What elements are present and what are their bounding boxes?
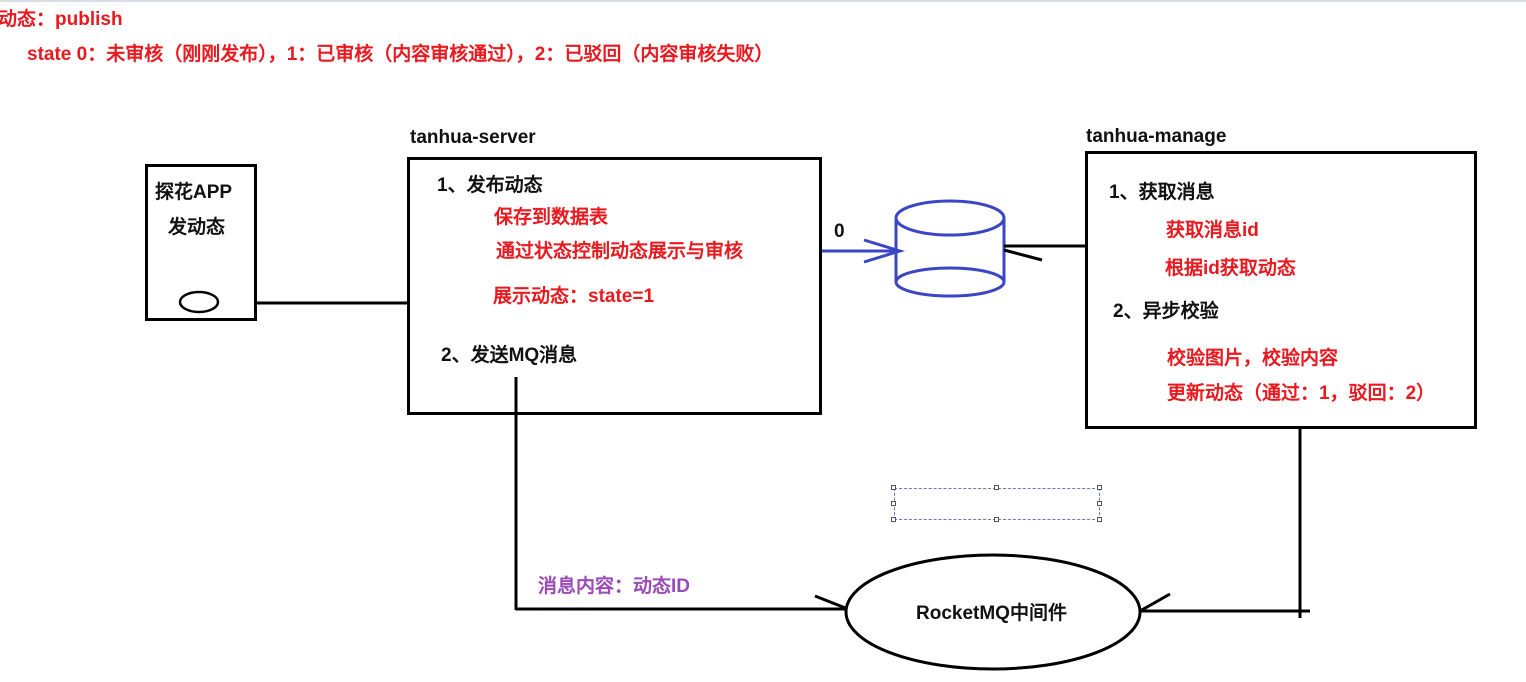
resize-handle[interactable] <box>994 517 999 522</box>
server-step1-show: 展示动态：state=1 <box>493 286 655 307</box>
server-step1-state-control: 通过状态控制动态展示与审核 <box>496 241 744 262</box>
diagram-title: 动态：publish <box>0 9 123 30</box>
manage-step2-update: 更新动态（通过：1，驳回：2） <box>1167 383 1436 404</box>
resize-handle[interactable] <box>891 517 896 522</box>
resize-handle[interactable] <box>1097 517 1102 522</box>
manage-step1: 1、获取消息 <box>1109 182 1215 203</box>
app-box <box>145 164 257 321</box>
manage-title: tanhua-manage <box>1086 126 1227 147</box>
selected-text-box[interactable] <box>894 488 1100 520</box>
server-title: tanhua-server <box>410 127 536 148</box>
manage-step1-get-id: 获取消息id <box>1166 220 1259 241</box>
server-box <box>407 157 822 415</box>
database-icon <box>894 199 1006 298</box>
resize-handle[interactable] <box>891 485 896 490</box>
manage-step2-check: 校验图片，校验内容 <box>1167 348 1339 369</box>
state-description: state 0：未审核（刚刚发布），1：已审核（内容审核通过），2：已驳回（内容… <box>27 44 774 65</box>
arrowhead-db <box>863 238 906 264</box>
app-label-line1: 探花APP <box>155 182 233 203</box>
db-state-label: 0 <box>834 221 845 242</box>
manage-step1-get-post: 根据id获取动态 <box>1165 258 1296 279</box>
server-step1: 1、发布动态 <box>437 175 543 196</box>
resize-handle[interactable] <box>994 485 999 490</box>
arrowhead-mq-right <box>1139 592 1171 613</box>
manage-box <box>1085 151 1477 429</box>
arrowhead-manage-db <box>1003 248 1043 262</box>
resize-handle[interactable] <box>1097 485 1102 490</box>
server-step2: 2、发送MQ消息 <box>441 345 578 366</box>
app-home-button-icon <box>178 290 220 314</box>
top-border <box>0 0 1526 2</box>
message-content-label: 消息内容：动态ID <box>538 576 691 597</box>
manage-step2: 2、异步校验 <box>1113 301 1219 322</box>
rocketmq-label: RocketMQ中间件 <box>916 603 1067 624</box>
resize-handle[interactable] <box>891 501 896 506</box>
rocketmq-ellipse <box>844 553 1142 671</box>
resize-handle[interactable] <box>1097 501 1102 506</box>
arrowhead-mq-left <box>814 594 849 611</box>
app-label-line2: 发动态 <box>168 217 226 238</box>
server-step1-save: 保存到数据表 <box>494 207 609 228</box>
